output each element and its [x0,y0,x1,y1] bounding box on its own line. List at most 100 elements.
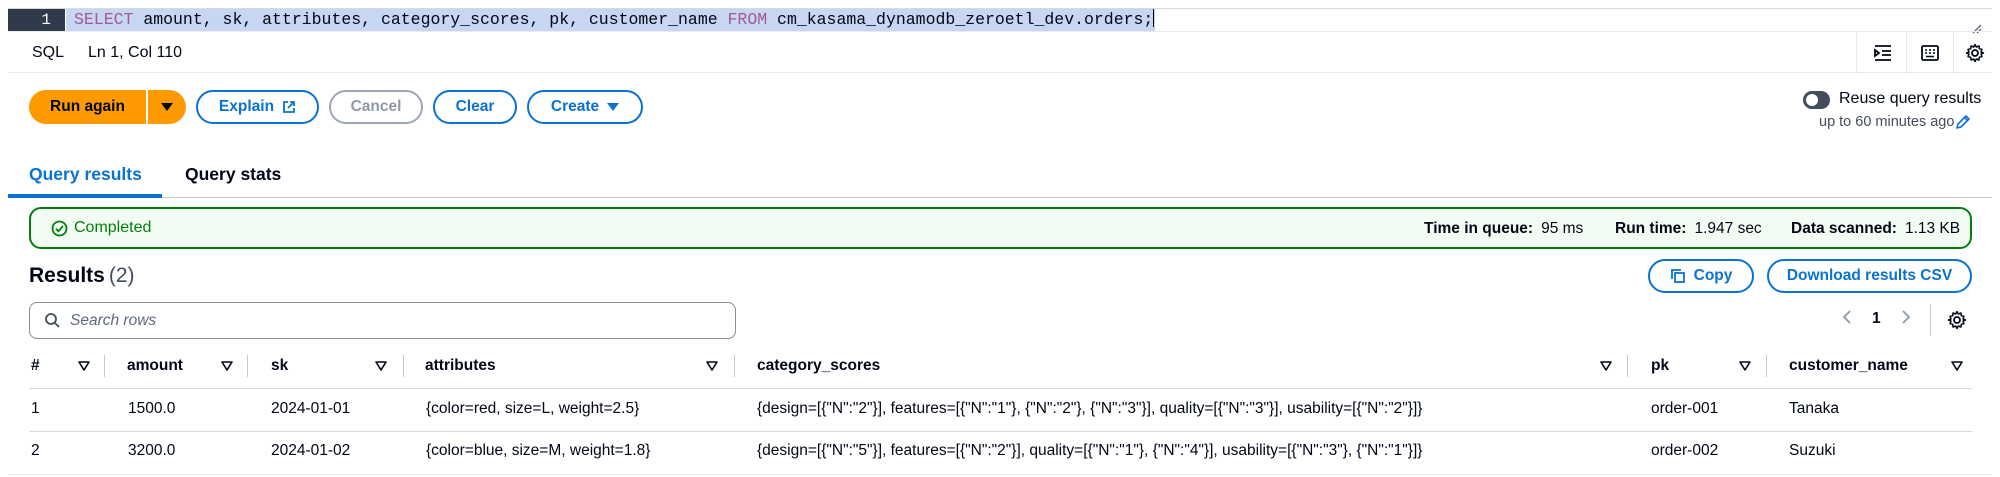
column-header-sk[interactable]: sk [271,357,289,374]
status-completed: Completed [51,219,151,237]
query-status-panel: Completed Time in queue:95 ms Run time:1… [29,207,1972,249]
divider [1953,32,1954,74]
explain-button[interactable]: Explain [196,90,319,124]
header-divider [29,388,1972,389]
search-icon [44,312,61,334]
divider [1856,32,1857,74]
text-caret [1153,9,1155,27]
cursor-position: Ln 1, Col 110 [88,44,182,61]
run-time-value: 1.947 sec [1694,220,1762,237]
current-page[interactable]: 1 [1872,309,1881,327]
cell-pk: order-002 [1651,442,1719,459]
pagination: 1 [1842,308,1911,329]
time-in-queue: Time in queue:95 ms [1424,220,1583,238]
editor-status-bar: SQL Ln 1, Col 110 [8,31,1992,74]
tab-query-results[interactable]: Query results [29,164,142,184]
external-link-icon [283,101,295,113]
reuse-results-label: Reuse query results [1839,90,1982,107]
sort-caret-icon[interactable] [1739,361,1751,371]
sql-columns: amount, sk, attributes, category_scores,… [133,10,728,29]
gear-icon[interactable] [1963,41,1987,65]
column-header-pk[interactable]: pk [1651,357,1670,374]
sql-table: cm_kasama_dynamodb_zeroetl_dev.orders; [767,10,1154,29]
create-label: Create [550,98,600,115]
indent-icon[interactable] [1871,41,1895,65]
run-time: Run time:1.947 sec [1615,220,1762,238]
cell-index: 2 [31,442,40,459]
copy-label: Copy [1693,267,1733,284]
line-number: 1 [8,9,65,31]
download-csv-button[interactable]: Download results CSV [1767,259,1972,293]
sql-keyword-from: FROM [727,10,768,29]
time-in-queue-value: 95 ms [1541,220,1584,237]
cell-pk: order-001 [1651,400,1719,417]
active-tab-indicator [8,194,162,198]
cell-customer-name: Suzuki [1789,442,1836,459]
keyboard-icon[interactable] [1918,41,1942,65]
panel-bottom-border [8,474,1992,475]
sort-caret-icon[interactable] [1600,361,1612,371]
row-divider [29,431,1972,432]
cell-attributes: {color=red, size=L, weight=2.5} [426,400,640,417]
results-tabs: Query results Query stats [8,152,1992,198]
column-header-customer-name[interactable]: customer_name [1789,357,1908,374]
table-settings-icon[interactable] [1947,310,1967,335]
caret-down-icon [607,103,620,111]
results-heading: Results(2) [29,264,135,288]
cell-category-scores: {design=[{"N":"5"}], features=[{"N":"2"}… [757,442,1423,459]
cell-customer-name: Tanaka [1789,400,1839,417]
clear-button[interactable]: Clear [433,90,517,124]
data-scanned-label: Data scanned: [1791,220,1897,237]
editor-language: SQL [32,44,65,61]
column-resizer[interactable] [1766,355,1767,377]
previous-page-icon[interactable] [1842,308,1852,329]
copy-icon [1670,269,1685,283]
status-text: Completed [74,219,152,236]
column-header-amount[interactable]: amount [127,357,183,374]
run-options-dropdown-button[interactable] [148,90,186,124]
data-scanned: Data scanned:1.13 KB [1791,220,1960,238]
toggle-knob [1806,94,1818,106]
sort-caret-icon[interactable] [78,361,90,371]
tab-query-stats[interactable]: Query stats [185,164,282,184]
column-header-category-scores[interactable]: category_scores [757,357,881,374]
sort-caret-icon[interactable] [375,361,387,371]
divider [1906,32,1907,74]
cancel-button[interactable]: Cancel [329,90,423,124]
next-page-icon[interactable] [1901,308,1911,329]
run-again-button[interactable]: Run again [29,90,146,124]
copy-button[interactable]: Copy [1648,259,1754,293]
edit-pencil-icon[interactable] [1955,114,1971,135]
column-resizer[interactable] [247,355,248,377]
column-resizer[interactable] [734,355,735,377]
sql-query-line[interactable]: SELECT amount, sk, attributes, category_… [66,9,1156,31]
check-circle-icon [51,220,68,236]
results-count: (2) [108,264,135,287]
column-resizer[interactable] [1627,355,1628,377]
column-header-index[interactable]: # [31,357,40,374]
divider [1930,304,1931,336]
cell-attributes: {color=blue, size=M, weight=1.8} [426,442,651,459]
sql-editor[interactable]: 1 SELECT amount, sk, attributes, categor… [8,8,1992,34]
column-resizer[interactable] [104,355,105,377]
create-button[interactable]: Create [527,90,643,124]
cell-category-scores: {design=[{"N":"2"}], features=[{"N":"1"}… [757,400,1423,417]
cell-amount: 1500.0 [128,400,176,417]
column-resizer[interactable] [403,355,404,377]
sql-keyword-select: SELECT [74,10,134,29]
search-input[interactable] [70,310,710,332]
caret-down-icon [161,103,173,111]
cell-sk: 2024-01-02 [271,442,351,459]
reuse-results-description: up to 60 minutes ago [1819,114,1955,130]
results-title: Results [29,264,105,287]
cell-amount: 3200.0 [128,442,176,459]
reuse-results-toggle[interactable] [1803,91,1830,109]
sort-caret-icon[interactable] [221,361,233,371]
cell-sk: 2024-01-01 [271,400,351,417]
column-header-attributes[interactable]: attributes [425,357,496,374]
sort-caret-icon[interactable] [1951,361,1963,371]
cell-index: 1 [31,400,40,417]
explain-label: Explain [218,98,275,115]
sort-caret-icon[interactable] [706,361,718,371]
search-rows-field[interactable] [29,302,736,339]
